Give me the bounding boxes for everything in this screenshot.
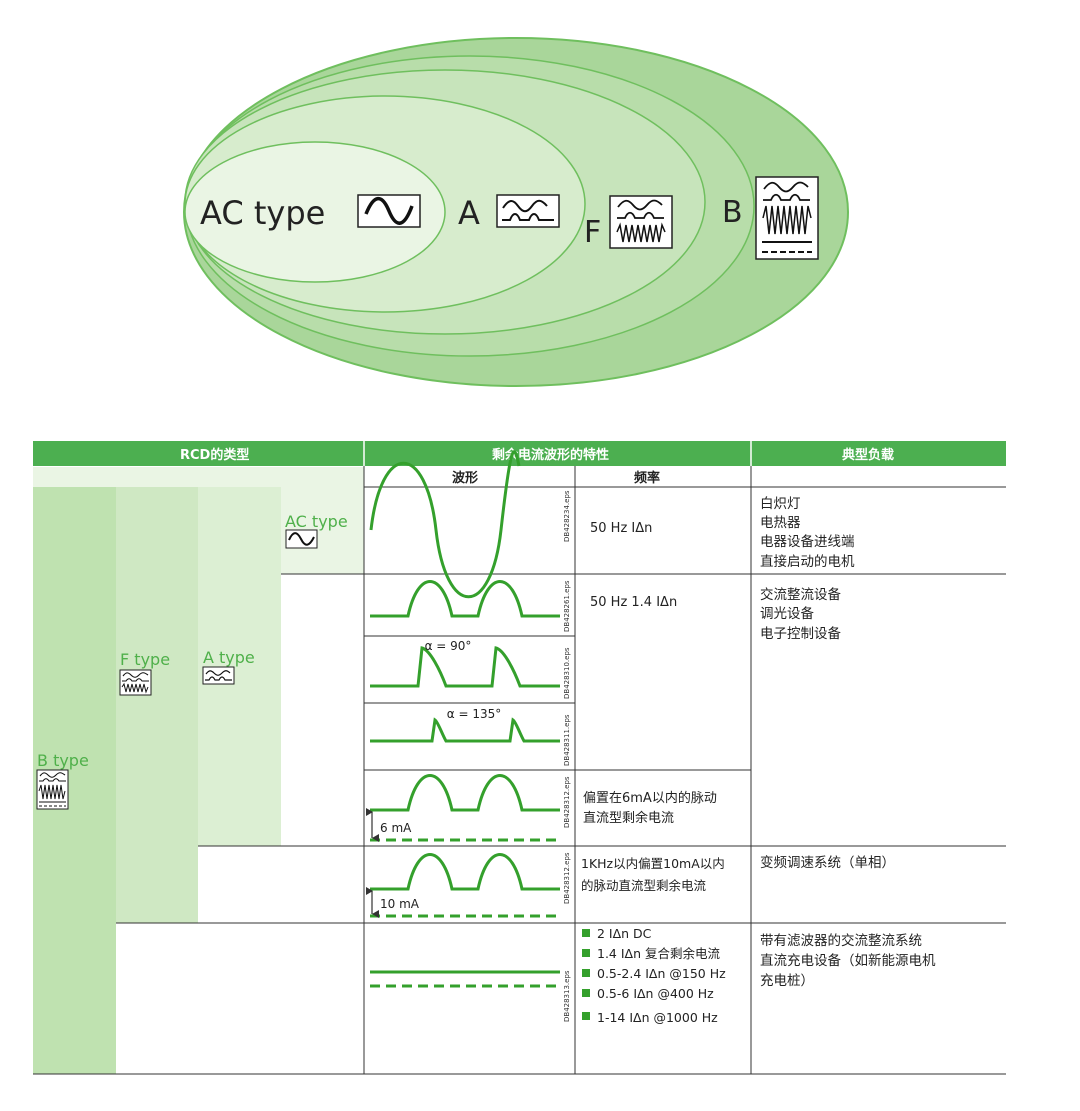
table-ac-icon (285, 529, 318, 549)
freq-row-2: 50 Hz 1.4 IΔn (590, 595, 677, 610)
load-item: 交流整流设备 (760, 586, 841, 603)
freq-row-1: 50 Hz IΔn (590, 521, 652, 536)
label-f: F (584, 215, 601, 250)
offset-10ma-label: 10 mA (380, 897, 420, 911)
col-f-type (116, 487, 198, 923)
label-b: B (722, 195, 743, 230)
eps-code: DB428311.eps (563, 714, 571, 766)
table-b-icon (36, 769, 69, 810)
wave-phase-90 (370, 646, 560, 688)
offset-6ma-label: 6 mA (380, 821, 412, 835)
eps-code: DB428261.eps (563, 580, 571, 632)
load-item: 调光设备 (760, 605, 814, 622)
angle-135-label: α = 135° (447, 707, 502, 721)
type-label-a: A type (203, 648, 255, 667)
freq-row-3-line: 偏置在6mA以内的脉动 (583, 790, 717, 806)
table-a-icon (202, 666, 235, 685)
load-item: 变频调速系统（单相） (760, 855, 895, 871)
load-item: 电子控制设备 (760, 625, 841, 642)
angle-90-label: α = 90° (425, 639, 472, 653)
subheader-left-band (33, 467, 364, 487)
load-row-2: 交流整流设备 调光设备 电子控制设备 (760, 586, 841, 642)
wave-offset-6ma (370, 774, 560, 812)
header-rcd-type: RCD的类型 (180, 447, 249, 463)
label-ac-type: AC type (200, 194, 325, 232)
freq-row-4-line: 1KHz以内偏置10mA以内 (581, 856, 725, 871)
ellipse-ac (184, 141, 446, 283)
b-wave-icon (755, 176, 819, 260)
rcd-table: RCD的类型 剩余电流波形的特性 典型负载 波形 频率 AC type A ty… (33, 441, 1006, 1075)
header-waveform: 波形 (452, 470, 478, 486)
load-row-3: 变频调速系统（单相） (760, 855, 895, 871)
load-item: 白炽灯 (760, 496, 801, 512)
load-row-1: 白炽灯 电热器 电器设备进线端 直接启动的电机 (760, 496, 855, 570)
load-row-4: 带有滤波器的交流整流系统 直流充电设备（如新能源电机 充电桩） (760, 932, 936, 989)
table-grid (33, 466, 1006, 1075)
header-frequency: 频率 (634, 470, 660, 486)
wave-sine (369, 450, 521, 598)
label-a: A (458, 194, 480, 232)
load-item: 电器设备进线端 (760, 533, 855, 550)
freq-list-item: 2 IΔn DC (597, 926, 652, 941)
ac-wave-icon (357, 194, 421, 228)
wave-phase-135 (370, 717, 560, 743)
freq-list-item: 1-14 IΔn @1000 Hz (597, 1010, 718, 1025)
load-item: 电热器 (760, 515, 801, 531)
type-label-f: F type (120, 650, 170, 669)
freq-list-item: 1.4 IΔn 复合剩余电流 (597, 946, 720, 961)
freq-row-4-line: 的脉动直流型剩余电流 (581, 878, 707, 893)
load-item: 直接启动的电机 (760, 553, 855, 570)
freq-list-item: 0.5-2.4 IΔn @150 Hz (597, 966, 726, 981)
type-label-b: B type (37, 751, 89, 770)
freq-row-5-list: 2 IΔn DC 1.4 IΔn 复合剩余电流 0.5-2.4 IΔn @150… (582, 926, 726, 1025)
eps-code: DB428313.eps (563, 970, 571, 1022)
wave-half-rectified (370, 580, 560, 618)
wave-offset-10ma (370, 853, 560, 891)
eps-codes: DB428234.eps DB428261.eps DB428310.eps D… (563, 490, 571, 1022)
freq-list-item: 0.5-6 IΔn @400 Hz (597, 986, 714, 1001)
header-waveform-chars: 剩余电流波形的特性 (492, 447, 609, 463)
a-wave-icon (496, 194, 560, 228)
freq-row-3-line: 直流型剩余电流 (583, 810, 674, 826)
load-item: 充电桩） (760, 973, 814, 989)
eps-code: DB428312.eps (563, 852, 571, 904)
load-item: 带有滤波器的交流整流系统 (760, 932, 922, 949)
header-typical-load: 典型负载 (842, 447, 894, 463)
type-label-ac: AC type (285, 512, 348, 531)
table-f-icon (119, 669, 152, 696)
eps-code: DB428234.eps (563, 490, 571, 542)
eps-code: DB428312.eps (563, 776, 571, 828)
eps-code: DB428310.eps (563, 647, 571, 699)
nested-ellipse-diagram: AC type A F B (183, 37, 849, 387)
f-wave-icon (609, 195, 673, 249)
load-item: 直流充电设备（如新能源电机 (760, 952, 936, 969)
